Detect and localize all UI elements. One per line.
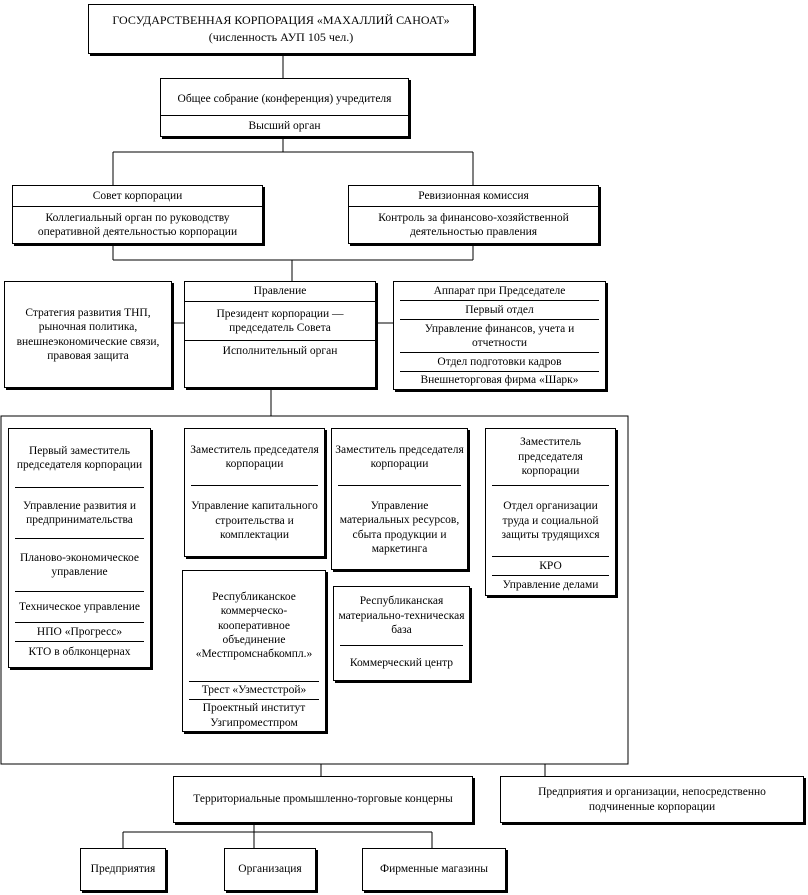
corporation-title: ГОСУДАРСТВЕННАЯ КОРПОРАЦИЯ «МАХАЛЛИЙ САН…	[112, 13, 450, 27]
deputy-item: КРО	[539, 559, 562, 572]
general-assembly-title: Общее собрание (конференция) учредителя	[177, 93, 392, 106]
council-title: Совет корпорации	[92, 189, 183, 202]
audit-commission-title: Ревизионная комиссия	[418, 189, 529, 202]
deputy-title: Заместитель председателя корпорации	[190, 443, 319, 470]
enterprises-box: Предприятия	[80, 848, 166, 891]
organization-text: Организация	[238, 863, 302, 876]
direct-subordinates-text: Предприятия и организации, непосредствен…	[538, 786, 766, 813]
board-box: Правление Президент корпорации — председ…	[184, 281, 376, 388]
deputy-item: Управление капитального строительства и …	[191, 500, 318, 542]
apparatus-title: Аппарат при Председателе	[433, 284, 566, 297]
republican-cooperative-item: Проектный институт Узгипроместпром	[202, 702, 306, 729]
general-assembly-box: Общее собрание (конференция) учредителя …	[160, 78, 409, 137]
material-base-item: Коммерческий центр	[349, 656, 454, 669]
apparatus-item: Отдел подготовки кадров	[437, 355, 562, 368]
brand-shops-text: Фирменные магазины	[380, 863, 488, 876]
board-president: Президент корпорации — председатель Сове…	[216, 307, 344, 334]
corporation-box: ГОСУДАРСТВЕННАЯ КОРПОРАЦИЯ «МАХАЛЛИЙ САН…	[88, 4, 474, 54]
organization-box: Организация	[224, 848, 316, 891]
strategy-text: Стратегия развития ТНП, рыночная политик…	[16, 306, 160, 362]
first-deputy-item: Планово-экономическое управление	[19, 551, 140, 578]
apparatus-box: Аппарат при Председателе Первый отдел Уп…	[393, 281, 606, 390]
apparatus-item: Управление финансов, учета и отчетности	[424, 322, 575, 349]
enterprises-text: Предприятия	[90, 863, 156, 876]
first-deputy-item: КТО в облконцернах	[28, 645, 131, 658]
territorial-concerns-box: Территориальные промышленно-торговые кон…	[173, 776, 473, 823]
deputy-material-resources-box: Заместитель председателя корпорации Упра…	[331, 428, 468, 570]
deputy-item: Управление материальных ресурсов, сбыта …	[339, 499, 460, 555]
council-box: Совет корпорации Коллегиальный орган по …	[12, 185, 263, 244]
first-deputy-box: Первый заместитель председателя корпорац…	[8, 428, 151, 668]
direct-subordinates-box: Предприятия и организации, непосредствен…	[500, 776, 804, 823]
first-deputy-item: Техническое управление	[18, 600, 141, 613]
republican-cooperative-title: Республиканское коммерческо-кооперативно…	[195, 590, 313, 661]
republican-cooperative-item: Трест «Узместстрой»	[201, 684, 307, 697]
general-assembly-role: Высший орган	[248, 119, 321, 132]
audit-commission-description: Контроль за финансово-хозяйственной деят…	[378, 211, 569, 238]
apparatus-item: Внешнеторговая фирма «Шарк»	[420, 374, 579, 387]
first-deputy-item: НПО «Прогресс»	[36, 625, 123, 638]
corporation-subtitle: (численность АУП 105 чел.)	[208, 30, 354, 44]
apparatus-item: Первый отдел	[465, 303, 534, 316]
deputy-item: Отдел организации труда и социальной защ…	[501, 500, 600, 542]
first-deputy-title: Первый заместитель председателя корпорац…	[16, 444, 143, 471]
strategy-box: Стратегия развития ТНП, рыночная политик…	[4, 281, 172, 388]
territorial-concerns-text: Территориальные промышленно-торговые кон…	[193, 793, 453, 806]
first-deputy-item: Управление развития и предпринимательств…	[22, 499, 137, 526]
board-role: Исполнительный орган	[222, 344, 338, 357]
board-title: Правление	[253, 285, 307, 298]
brand-shops-box: Фирменные магазины	[362, 848, 506, 891]
deputy-title: Заместитель председателя корпорации	[335, 443, 464, 470]
deputy-capital-construction-box: Заместитель председателя корпорации Упра…	[184, 428, 325, 557]
council-description: Коллегиальный орган по руководству опера…	[37, 211, 238, 238]
deputy-labor-box: Заместитель председателя корпорации Отде…	[485, 428, 616, 596]
deputy-item: Управление делами	[502, 579, 599, 592]
material-base-title: Республиканская материально-техническая …	[338, 595, 465, 637]
republican-cooperative-box: Республиканское коммерческо-кооперативно…	[182, 570, 326, 732]
material-base-box: Республиканская материально-техническая …	[333, 586, 470, 681]
audit-commission-box: Ревизионная комиссия Контроль за финансо…	[348, 185, 599, 244]
deputy-title: Заместитель председателя корпорации	[518, 436, 583, 478]
